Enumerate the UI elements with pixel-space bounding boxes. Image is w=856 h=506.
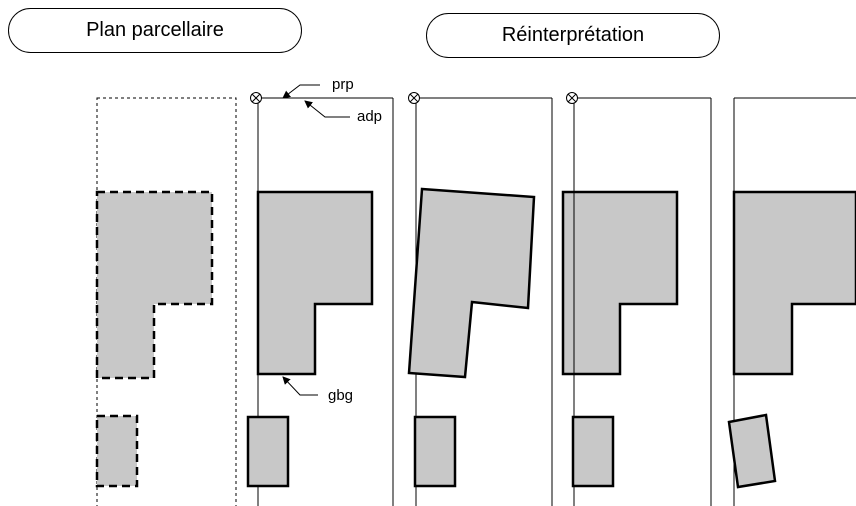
- header-plan-parcellaire: Plan parcellaire: [8, 8, 302, 53]
- circle-cross-icon: [566, 92, 578, 104]
- circle-cross-icon: [408, 92, 420, 104]
- label-gbg: gbg: [328, 387, 353, 404]
- annex-building-dashed: [95, 414, 139, 488]
- adp-leader: [304, 100, 350, 118]
- annex-building: [246, 415, 290, 488]
- building-l-shape-rotated: [407, 187, 536, 379]
- annex-building: [571, 415, 615, 488]
- building-l-shape: [732, 190, 856, 376]
- annex-building: [413, 415, 457, 488]
- header-reinterpretation-label: Réinterprétation: [501, 24, 645, 46]
- panel-reinterpretation-3: [561, 92, 712, 506]
- panel-reinterpretation-2: [407, 92, 553, 506]
- label-prp: prp: [332, 76, 354, 93]
- prp-leader: [282, 84, 320, 99]
- panel-plan-parcellaire: [95, 97, 237, 506]
- building-l-shape: [256, 190, 374, 376]
- circle-cross-icon: [250, 92, 262, 104]
- gbg-leader: [282, 376, 318, 396]
- panel-reinterpretation-4: [727, 97, 856, 506]
- building-l-shape: [561, 190, 679, 376]
- panel-reinterpretation-1: prp adp gbg: [246, 76, 394, 506]
- annex-building-rotated: [727, 413, 777, 489]
- header-plan-label: Plan parcellaire: [86, 19, 224, 41]
- header-reinterpretation: Réinterprétation: [426, 13, 720, 58]
- label-adp: adp: [357, 108, 382, 125]
- building-l-shape-dashed: [95, 190, 214, 380]
